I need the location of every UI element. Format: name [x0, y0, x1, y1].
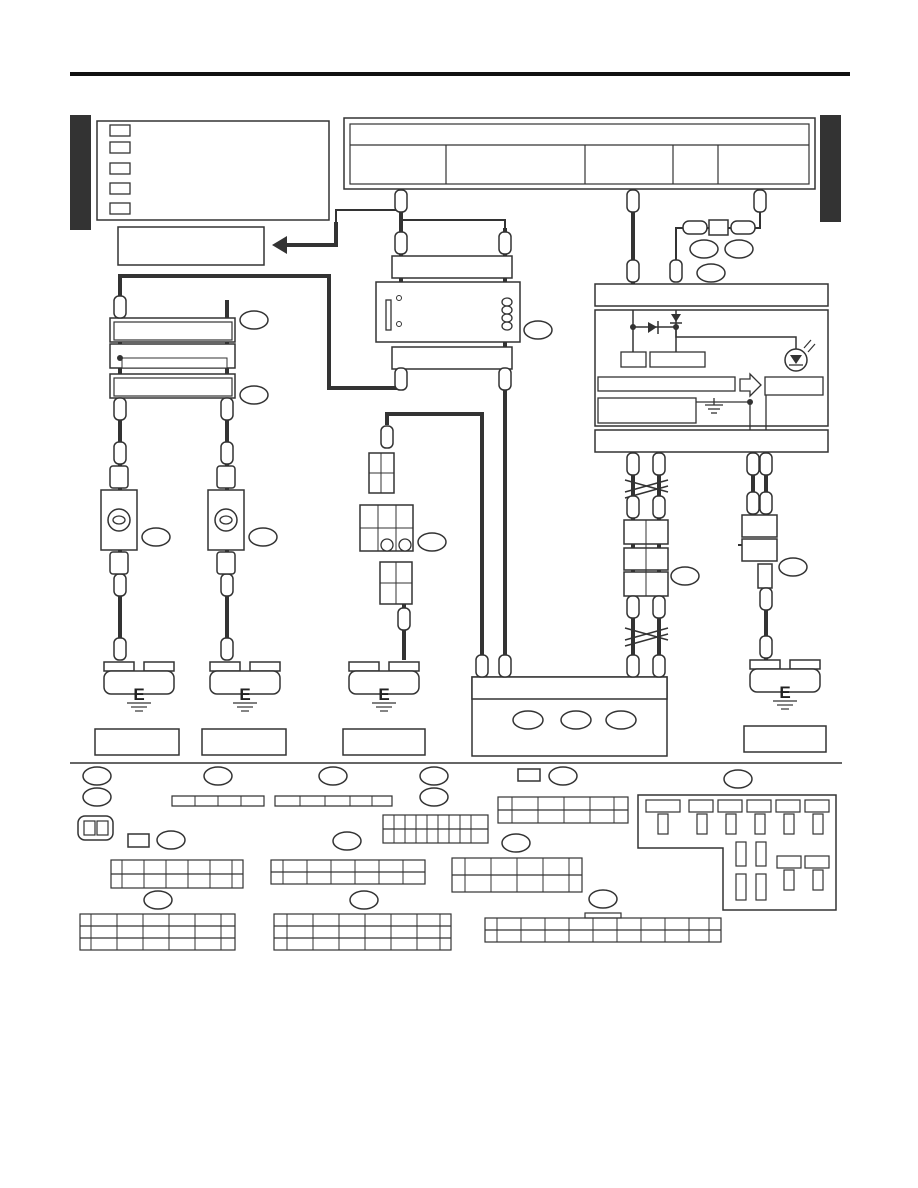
left-connector-stack	[109, 317, 236, 399]
connector-face-views	[77, 766, 837, 951]
ground-label: E	[378, 685, 389, 704]
reference-box	[117, 226, 265, 266]
arrow-icon	[739, 372, 762, 398]
relay-unit	[375, 255, 521, 370]
relay-coil-icon	[501, 297, 513, 331]
center-connector-block	[359, 452, 414, 605]
inline-fuse	[682, 219, 756, 236]
diode-icon	[648, 314, 682, 334]
right-mid-connectors	[623, 514, 778, 597]
ground-e-icon: E	[348, 661, 420, 712]
ground-e-icon: E	[749, 659, 821, 710]
ground-label: E	[133, 685, 144, 704]
ground-label: E	[239, 685, 250, 704]
ground-label: E	[779, 683, 790, 702]
relay-box-terminals	[645, 799, 830, 901]
inline-blocks	[109, 465, 236, 575]
connector-callouts	[141, 239, 808, 586]
ground-label-boxes	[94, 725, 827, 756]
arrow-icon	[272, 222, 338, 254]
lamp-bulb-icon	[214, 508, 238, 532]
lamp-unit-right	[207, 489, 245, 551]
connector-cell-grid	[90, 796, 710, 950]
control-module	[594, 283, 829, 453]
right-side-tab	[820, 115, 841, 222]
ground-e-icon: E	[209, 661, 281, 712]
legend-box	[96, 120, 330, 221]
lamp-bulb-icon	[107, 508, 131, 532]
led-icon	[784, 339, 816, 372]
lamp-unit-left	[100, 489, 138, 551]
wire-connector-pills	[113, 189, 773, 678]
left-side-tab	[70, 115, 91, 230]
bottom-center-unit	[471, 676, 668, 757]
ground-e-icon: E	[103, 661, 175, 712]
power-supply-box	[343, 117, 816, 190]
